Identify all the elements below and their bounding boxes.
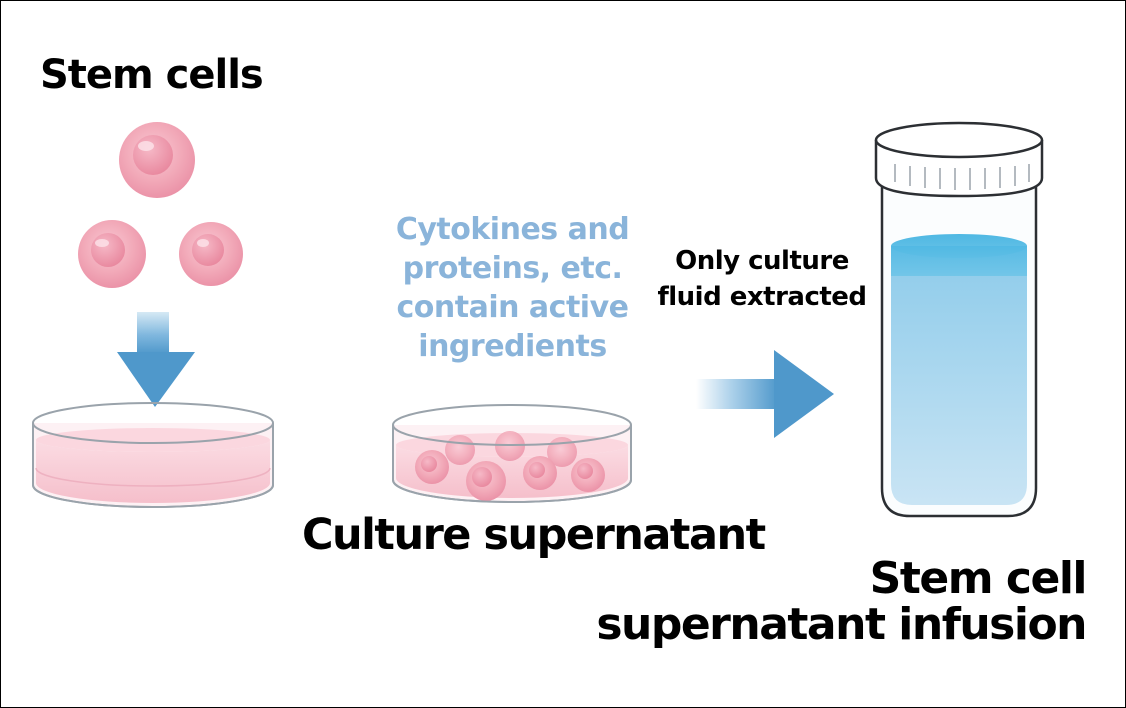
extraction-line-2: fluid extracted: [657, 282, 867, 312]
infusion-label: Stem cell supernatant infusion: [596, 553, 1088, 650]
stem-cells-label: Stem cells: [40, 52, 264, 98]
cytokines-line-3: contain active: [396, 290, 629, 325]
stem-cell-icon: [179, 222, 243, 286]
cytokines-note: Cytokines and proteins, etc. contain act…: [380, 210, 645, 366]
stem-cell-icon: [78, 220, 146, 288]
down-arrow-icon: [117, 312, 195, 407]
cytokines-line-1: Cytokines and: [395, 212, 630, 247]
infusion-vial-icon: [874, 121, 1044, 518]
infusion-line-2: supernatant infusion: [596, 599, 1087, 650]
right-arrow-icon: [696, 350, 834, 438]
cytokines-line-4: ingredients: [418, 329, 607, 364]
petri-dish-icon: [392, 404, 632, 503]
infusion-line-1: Stem cell: [869, 553, 1088, 604]
extraction-note: Only culture fluid extracted: [652, 243, 872, 315]
culture-supernatant-label: Culture supernatant: [302, 510, 766, 560]
stem-cell-icon: [415, 431, 605, 501]
cytokines-line-2: proteins, etc.: [402, 251, 623, 286]
extraction-line-1: Only culture: [675, 246, 849, 276]
petri-dish-icon: [32, 402, 274, 508]
stem-cell-icon: [119, 122, 195, 198]
